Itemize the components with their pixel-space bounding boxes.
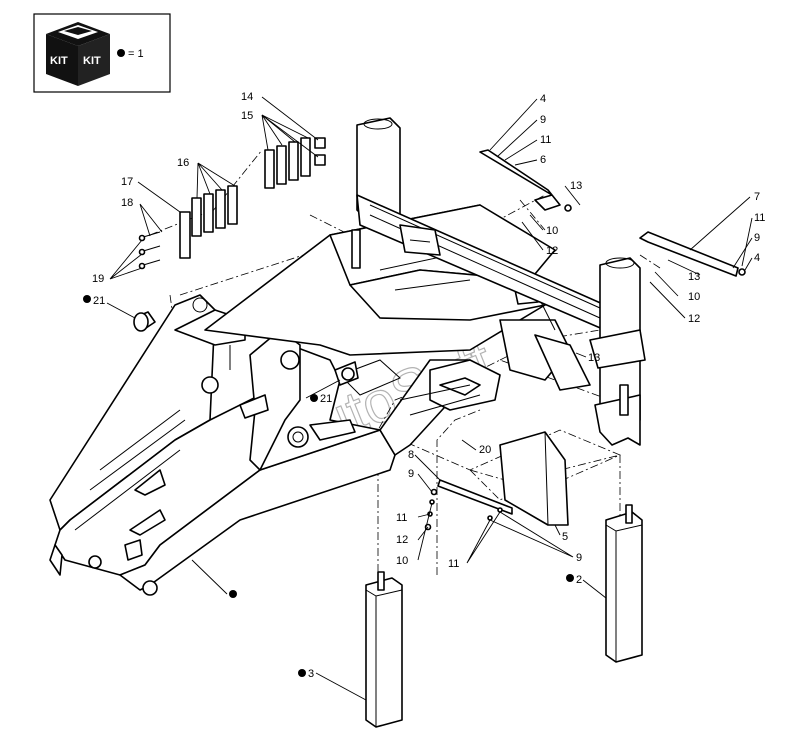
callout-2: 2 — [576, 574, 582, 586]
callout-9d: 9 — [576, 552, 582, 564]
callout-5: 5 — [562, 531, 568, 543]
pin-parts — [133, 311, 359, 386]
mast-assembly — [356, 117, 646, 446]
callout-18: 18 — [121, 197, 133, 209]
callout-13b: 13 — [688, 271, 700, 283]
post-parts — [365, 504, 643, 728]
callout-3: 3 — [308, 668, 314, 680]
callout-13c: 13 — [588, 352, 600, 364]
kit-label-right: KIT — [83, 55, 101, 67]
leader-lines — [106, 96, 753, 701]
callout-9a: 9 — [540, 114, 546, 126]
callout-9b: 9 — [754, 232, 760, 244]
dot-icon — [117, 49, 125, 57]
callout-10c: 10 — [396, 555, 408, 567]
legend-dot-equals: = 1 — [128, 48, 144, 60]
kit-box-icon: KIT KIT — [46, 22, 110, 86]
callout-4b: 4 — [754, 252, 760, 264]
callout-21b: 21 — [320, 393, 332, 405]
callout-7: 7 — [754, 191, 760, 203]
callout-11c: 11 — [396, 512, 407, 524]
callout-11d: 11 — [448, 558, 459, 570]
callout-21a: 21 — [93, 295, 105, 307]
callout-11a: 11 — [540, 134, 551, 146]
callout-15: 15 — [241, 110, 253, 122]
loader-boom — [49, 294, 471, 596]
callout-12c: 12 — [396, 534, 408, 546]
kit-dots — [83, 295, 574, 677]
kit-label-left: KIT — [50, 55, 68, 67]
dot-icon — [83, 295, 91, 303]
dot-icon — [229, 590, 237, 598]
kit-legend: KIT KIT = 1 — [33, 13, 171, 93]
callout-9c: 9 — [408, 468, 414, 480]
plate-part — [499, 431, 569, 526]
shim-plates — [138, 137, 361, 270]
callout-13a: 13 — [570, 180, 582, 192]
callout-11b: 11 — [754, 212, 765, 224]
callout-10b: 10 — [688, 291, 700, 303]
callout-8: 8 — [408, 449, 414, 461]
callout-12b: 12 — [688, 313, 700, 325]
dot-icon — [298, 669, 306, 677]
callout-4a: 4 — [540, 93, 546, 105]
callout-17: 17 — [121, 176, 133, 188]
callout-12a: 12 — [546, 245, 558, 257]
callout-19: 19 — [92, 273, 104, 285]
callout-labels: 14 15 16 17 18 19 21 21 4 9 11 6 13 10 1… — [92, 91, 765, 680]
callout-16: 16 — [177, 157, 189, 169]
callout-10a: 10 — [546, 225, 558, 237]
callout-6: 6 — [540, 154, 546, 166]
rod-parts — [424, 149, 746, 531]
dot-icon — [566, 574, 574, 582]
callout-20: 20 — [479, 444, 491, 456]
callout-14: 14 — [241, 91, 253, 103]
dot-icon — [310, 394, 318, 402]
